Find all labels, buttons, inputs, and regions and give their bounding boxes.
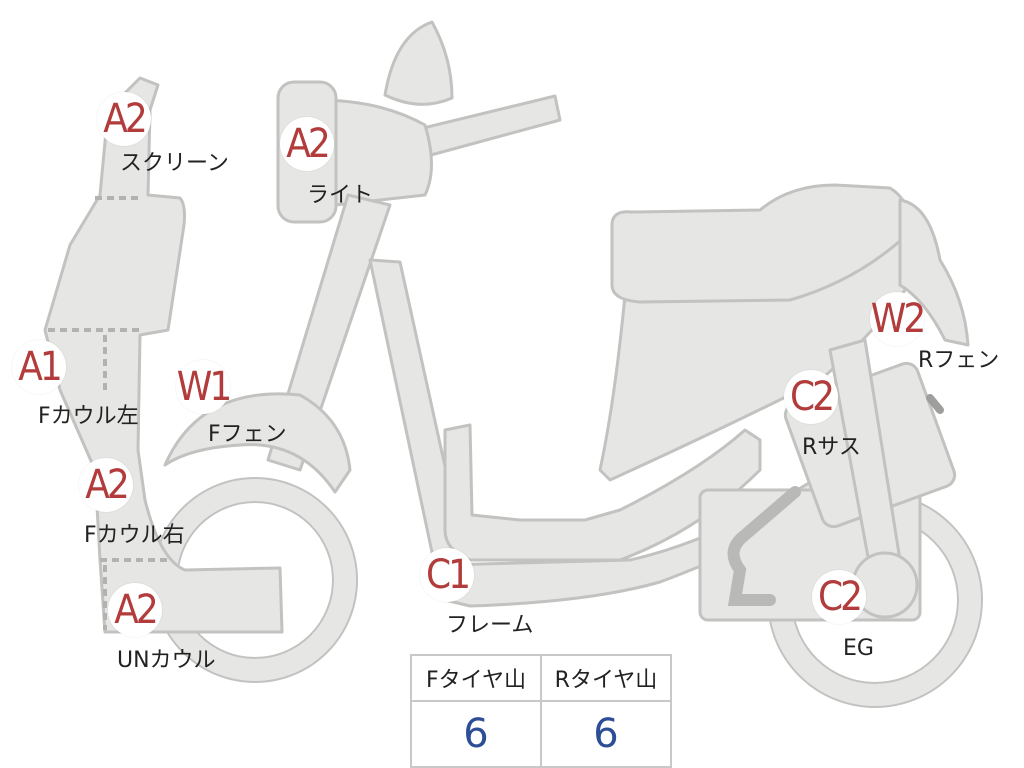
label-r-sus: Rサス (802, 435, 861, 460)
rear-tire-tread-value: 6 (540, 700, 672, 768)
label-un-cowl: UNカウル (117, 648, 216, 673)
grade-badge-r-fender: W2 (870, 292, 926, 346)
handlebar (413, 94, 562, 160)
mirror (383, 20, 454, 106)
grade-badge-frame: C1 (420, 548, 474, 602)
label-light: ライト (307, 183, 374, 208)
grade-badge-f-cowl-left: A1 (12, 340, 66, 394)
grade-badge-un-cowl: A2 (108, 583, 162, 637)
grade-badge-engine: C2 (812, 570, 866, 624)
front-tire-tread-value: 6 (410, 700, 542, 768)
tire-tread-table: Fタイヤ山 Rタイヤ山 6 6 (410, 654, 672, 768)
grade-badge-f-cowl-right: A2 (79, 458, 133, 512)
rear-tire-tread-header: Rタイヤ山 (540, 654, 672, 702)
label-f-cowl-right: Fカウル右 (84, 523, 185, 548)
label-f-fender: Fフェン (208, 422, 287, 447)
grade-badge-screen: A2 (97, 92, 151, 146)
grade-badge-light: A2 (280, 117, 334, 171)
label-r-fender: Rフェン (918, 348, 1000, 373)
front-tire-tread-header: Fタイヤ山 (410, 654, 542, 702)
label-screen: スクリーン (120, 151, 229, 176)
grade-badge-r-sus: C2 (784, 370, 838, 424)
grade-badge-f-fender: W1 (176, 360, 232, 414)
label-f-cowl-left: Fカウル左 (38, 404, 139, 429)
label-frame: フレーム (446, 613, 534, 638)
label-engine: EG (843, 636, 874, 661)
